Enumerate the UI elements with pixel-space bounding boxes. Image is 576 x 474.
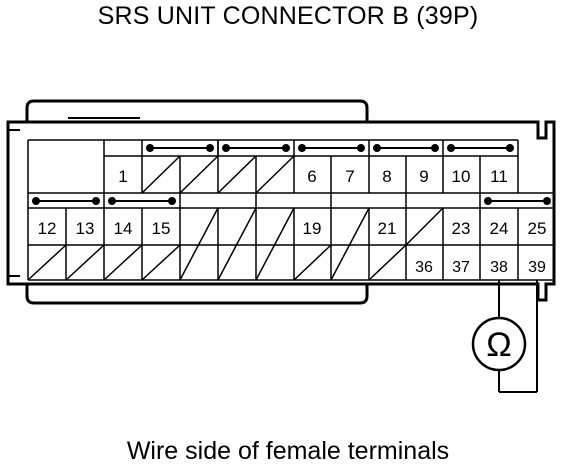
terminal-1: 1 <box>118 167 127 186</box>
terminal-38: 38 <box>490 259 508 276</box>
terminal-37: 37 <box>452 259 470 276</box>
ohm-icon: Ω <box>486 326 511 364</box>
terminal-11: 11 <box>490 167 508 186</box>
terminal-21: 21 <box>378 219 397 238</box>
terminal-14: 14 <box>114 219 133 238</box>
terminal-12: 12 <box>38 219 57 238</box>
terminal-7: 7 <box>345 167 354 186</box>
terminal-25: 25 <box>528 219 547 238</box>
terminal-9: 9 <box>419 167 428 186</box>
empty-cell-diagonals <box>27 155 444 281</box>
terminal-grid <box>27 139 555 281</box>
connector-latch <box>25 99 369 122</box>
terminal-15: 15 <box>152 219 171 238</box>
terminal-39: 39 <box>528 259 546 276</box>
short-bars <box>32 144 551 205</box>
ohmmeter-symbol <box>471 316 527 372</box>
terminal-10: 10 <box>452 167 471 186</box>
connector-bottom-lip <box>25 284 369 305</box>
terminal-13: 13 <box>76 219 95 238</box>
terminal-19: 19 <box>303 219 322 238</box>
terminal-23: 23 <box>452 219 471 238</box>
terminal-36: 36 <box>415 259 433 276</box>
terminal-8: 8 <box>382 167 391 186</box>
diagram-title: SRS UNIT CONNECTOR B (39P) <box>97 2 479 30</box>
diagram-caption: Wire side of female terminals <box>126 437 450 465</box>
terminal-24: 24 <box>490 219 509 238</box>
ohmmeter-wires <box>498 280 538 393</box>
terminal-6: 6 <box>307 167 316 186</box>
